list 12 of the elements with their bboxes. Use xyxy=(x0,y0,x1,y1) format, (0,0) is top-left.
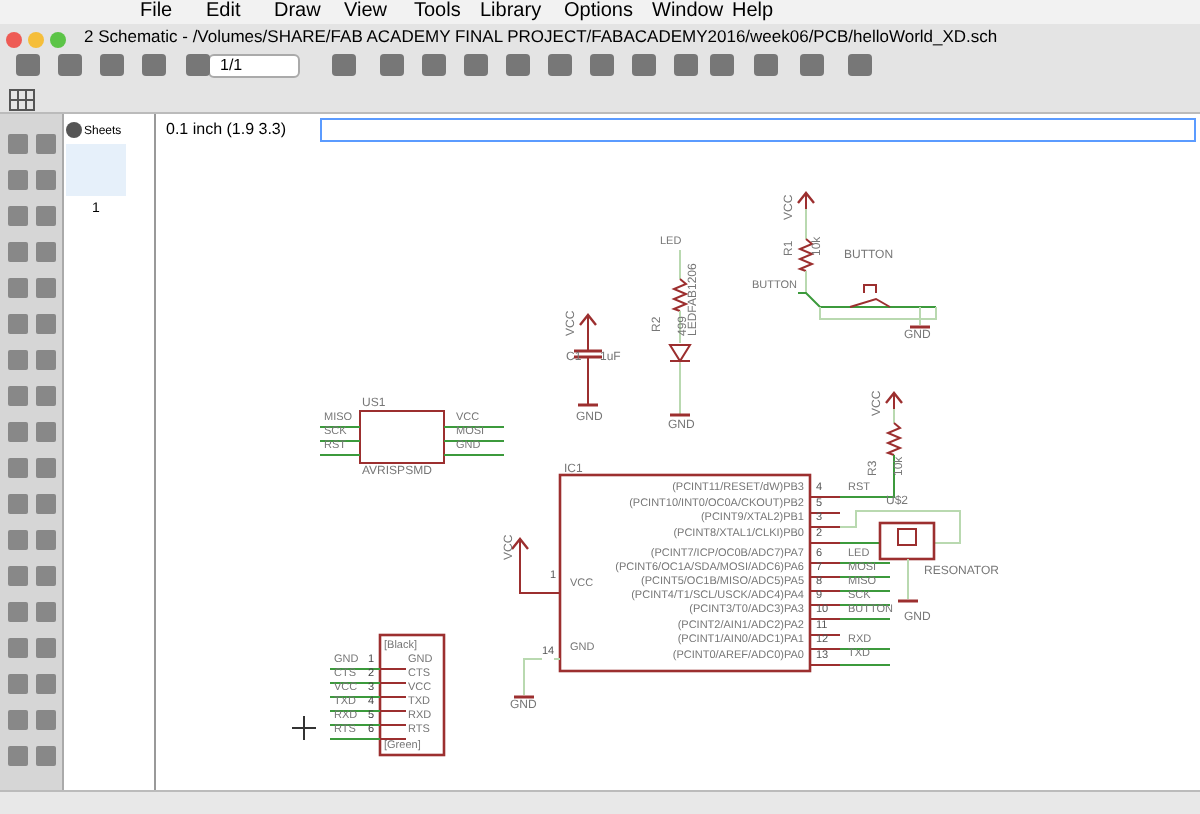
menu-item: View xyxy=(344,2,387,22)
menu-item: Window xyxy=(652,2,724,22)
window-title: 2 Schematic - /Volumes/SHARE/FAB ACADEMY FINAL PROJECT/FABACADEMY2016/week06/PCB/helloWorld_XD.sch xyxy=(84,28,998,45)
menu-item: Library xyxy=(480,2,542,22)
menu-item: Tools xyxy=(414,2,461,22)
menu-item: Help xyxy=(732,2,774,22)
menu-item: Edit xyxy=(206,2,241,22)
menu-item: Draw xyxy=(274,2,321,22)
coordinate-readout: 0.1 inch (1.9 3.3) xyxy=(166,122,287,138)
page-number: 1/1 xyxy=(220,58,243,74)
menu-item: File xyxy=(140,2,173,22)
menu-item: Options xyxy=(564,2,633,22)
